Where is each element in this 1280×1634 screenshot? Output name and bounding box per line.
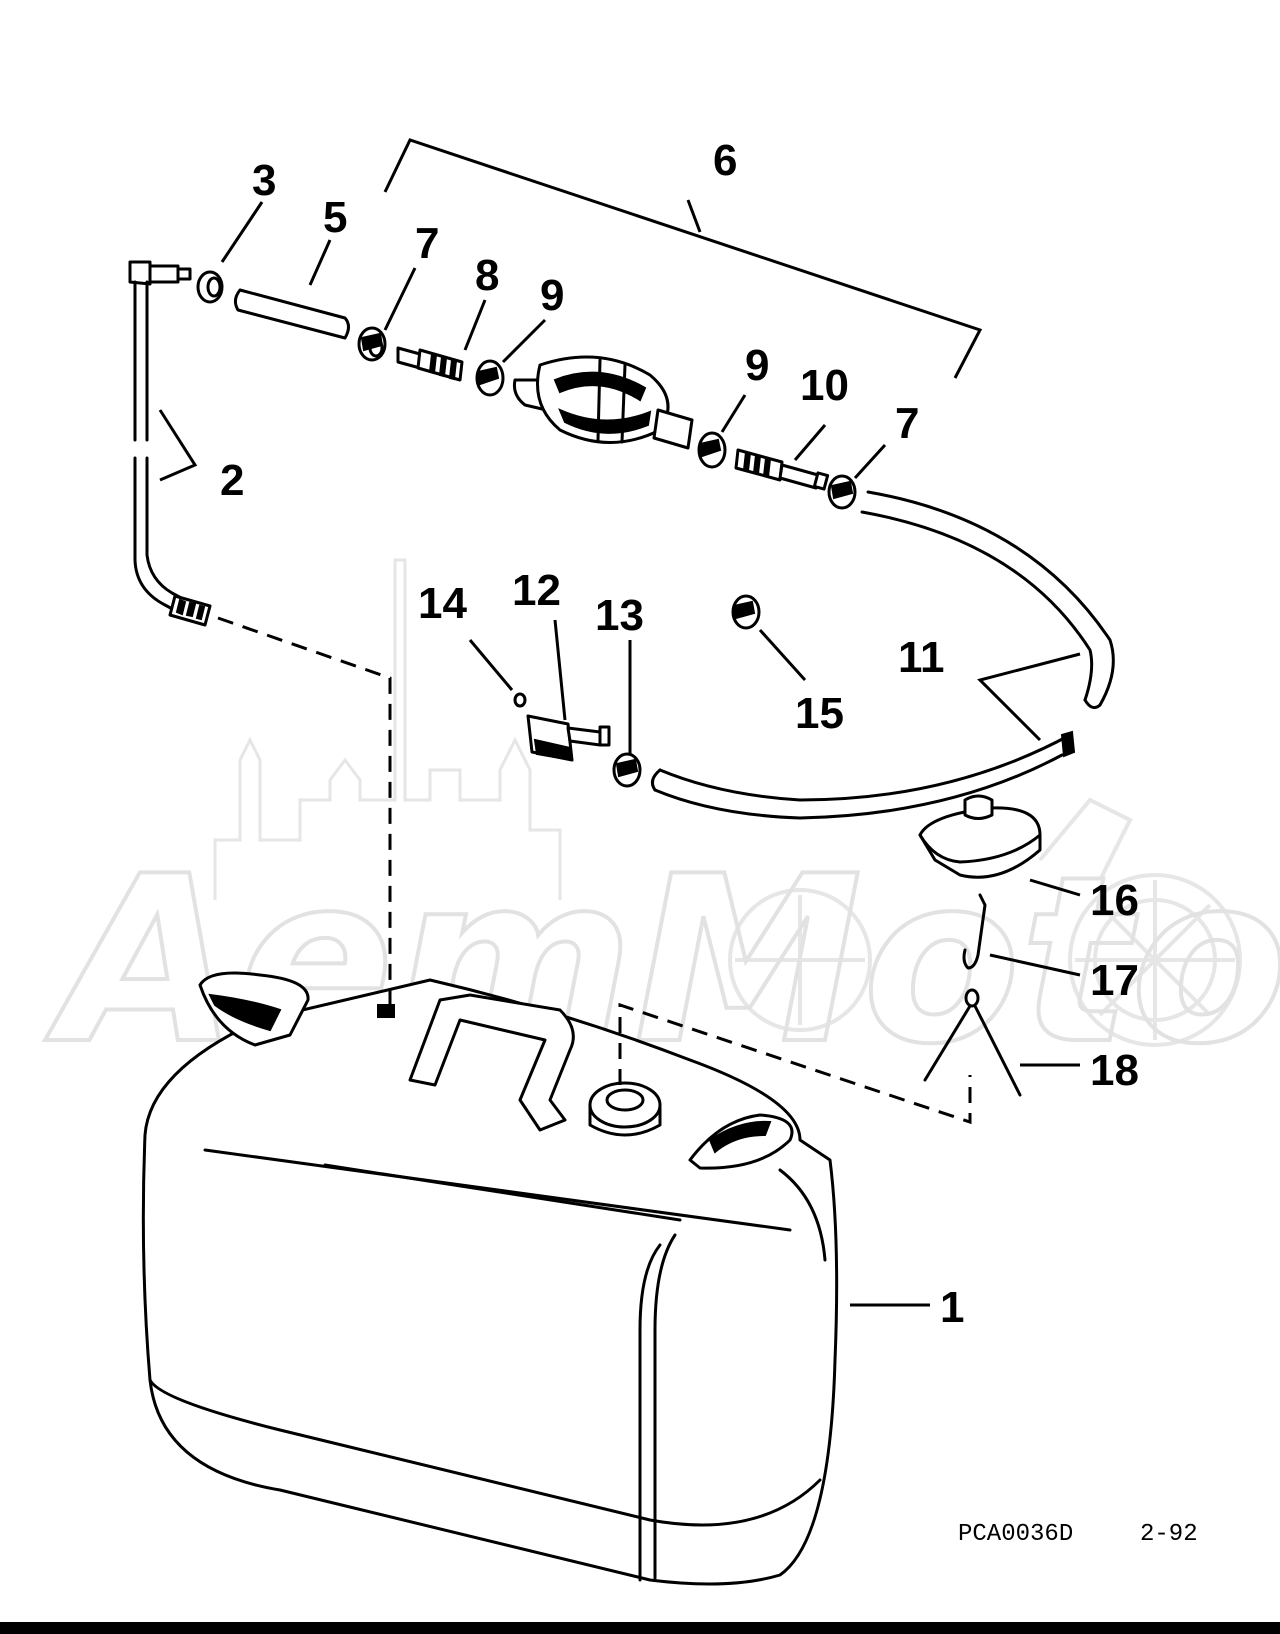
- callout-8: 8: [475, 251, 499, 300]
- callout-leaders: [158, 201, 1081, 1307]
- callout-labels: 3 5 6 7 8 9 2 9 10 7 11 14 12 13 15 16 1…: [220, 136, 1139, 1332]
- part-hose-5: [233, 288, 350, 340]
- part-fuel-line: [128, 260, 212, 627]
- callout-9-left: 9: [540, 271, 564, 320]
- callout-11: 11: [898, 633, 945, 682]
- callout-12: 12: [512, 566, 561, 615]
- part-fuel-cap-16: [918, 794, 1042, 879]
- part-primer-bulb: [513, 355, 694, 450]
- callout-15: 15: [795, 689, 844, 738]
- diagram-reference-code: PCA0036D: [958, 1521, 1073, 1548]
- part-clamp-9-right: [697, 431, 727, 469]
- part-connector-8: [396, 346, 464, 382]
- part-clamp-3: [196, 270, 224, 304]
- part-connector-10: [734, 448, 830, 491]
- part-clamp-7-right: [827, 474, 857, 510]
- callout-9-right: 9: [745, 341, 769, 390]
- callout-16: 16: [1090, 876, 1139, 925]
- part-clamp-9-left: [475, 359, 505, 397]
- part-hose-11: [650, 490, 1115, 820]
- callout-13: 13: [595, 591, 644, 640]
- part-tank-fitting-12: [526, 714, 611, 762]
- callout-18: 18: [1090, 1046, 1139, 1095]
- watermark-skyline-icon: [213, 558, 562, 900]
- callout-6: 6: [713, 136, 737, 185]
- watermark-motorcycle-icon: [728, 797, 1242, 1047]
- kit-bracket-leader: [686, 199, 702, 233]
- assembly-line-cap-retainer: [618, 1002, 972, 1125]
- callout-7-right: 7: [895, 399, 919, 448]
- callout-3: 3: [252, 156, 276, 205]
- part-hook-17: [962, 893, 987, 970]
- callout-2: 2: [220, 456, 244, 505]
- callout-10: 10: [800, 361, 849, 410]
- part-fuel-tank-1: [141, 971, 839, 1586]
- bottom-border: [0, 1622, 1280, 1634]
- callout-5: 5: [323, 193, 347, 242]
- callout-14: 14: [418, 579, 467, 628]
- part-clamp-7-left: [357, 326, 387, 362]
- assembly-line-fuel-line: [217, 616, 392, 1010]
- part-retainer-18: [923, 988, 1022, 1097]
- part-clamp-13: [612, 752, 642, 788]
- part-o-ring-14: [513, 692, 527, 708]
- callout-1: 1: [940, 1283, 964, 1332]
- callout-17: 17: [1090, 956, 1139, 1005]
- kit-bracket: [383, 138, 983, 379]
- diagram-revision: 2-92: [1140, 1521, 1198, 1548]
- part-clamp-15: [731, 594, 761, 630]
- callout-7-left: 7: [415, 219, 439, 268]
